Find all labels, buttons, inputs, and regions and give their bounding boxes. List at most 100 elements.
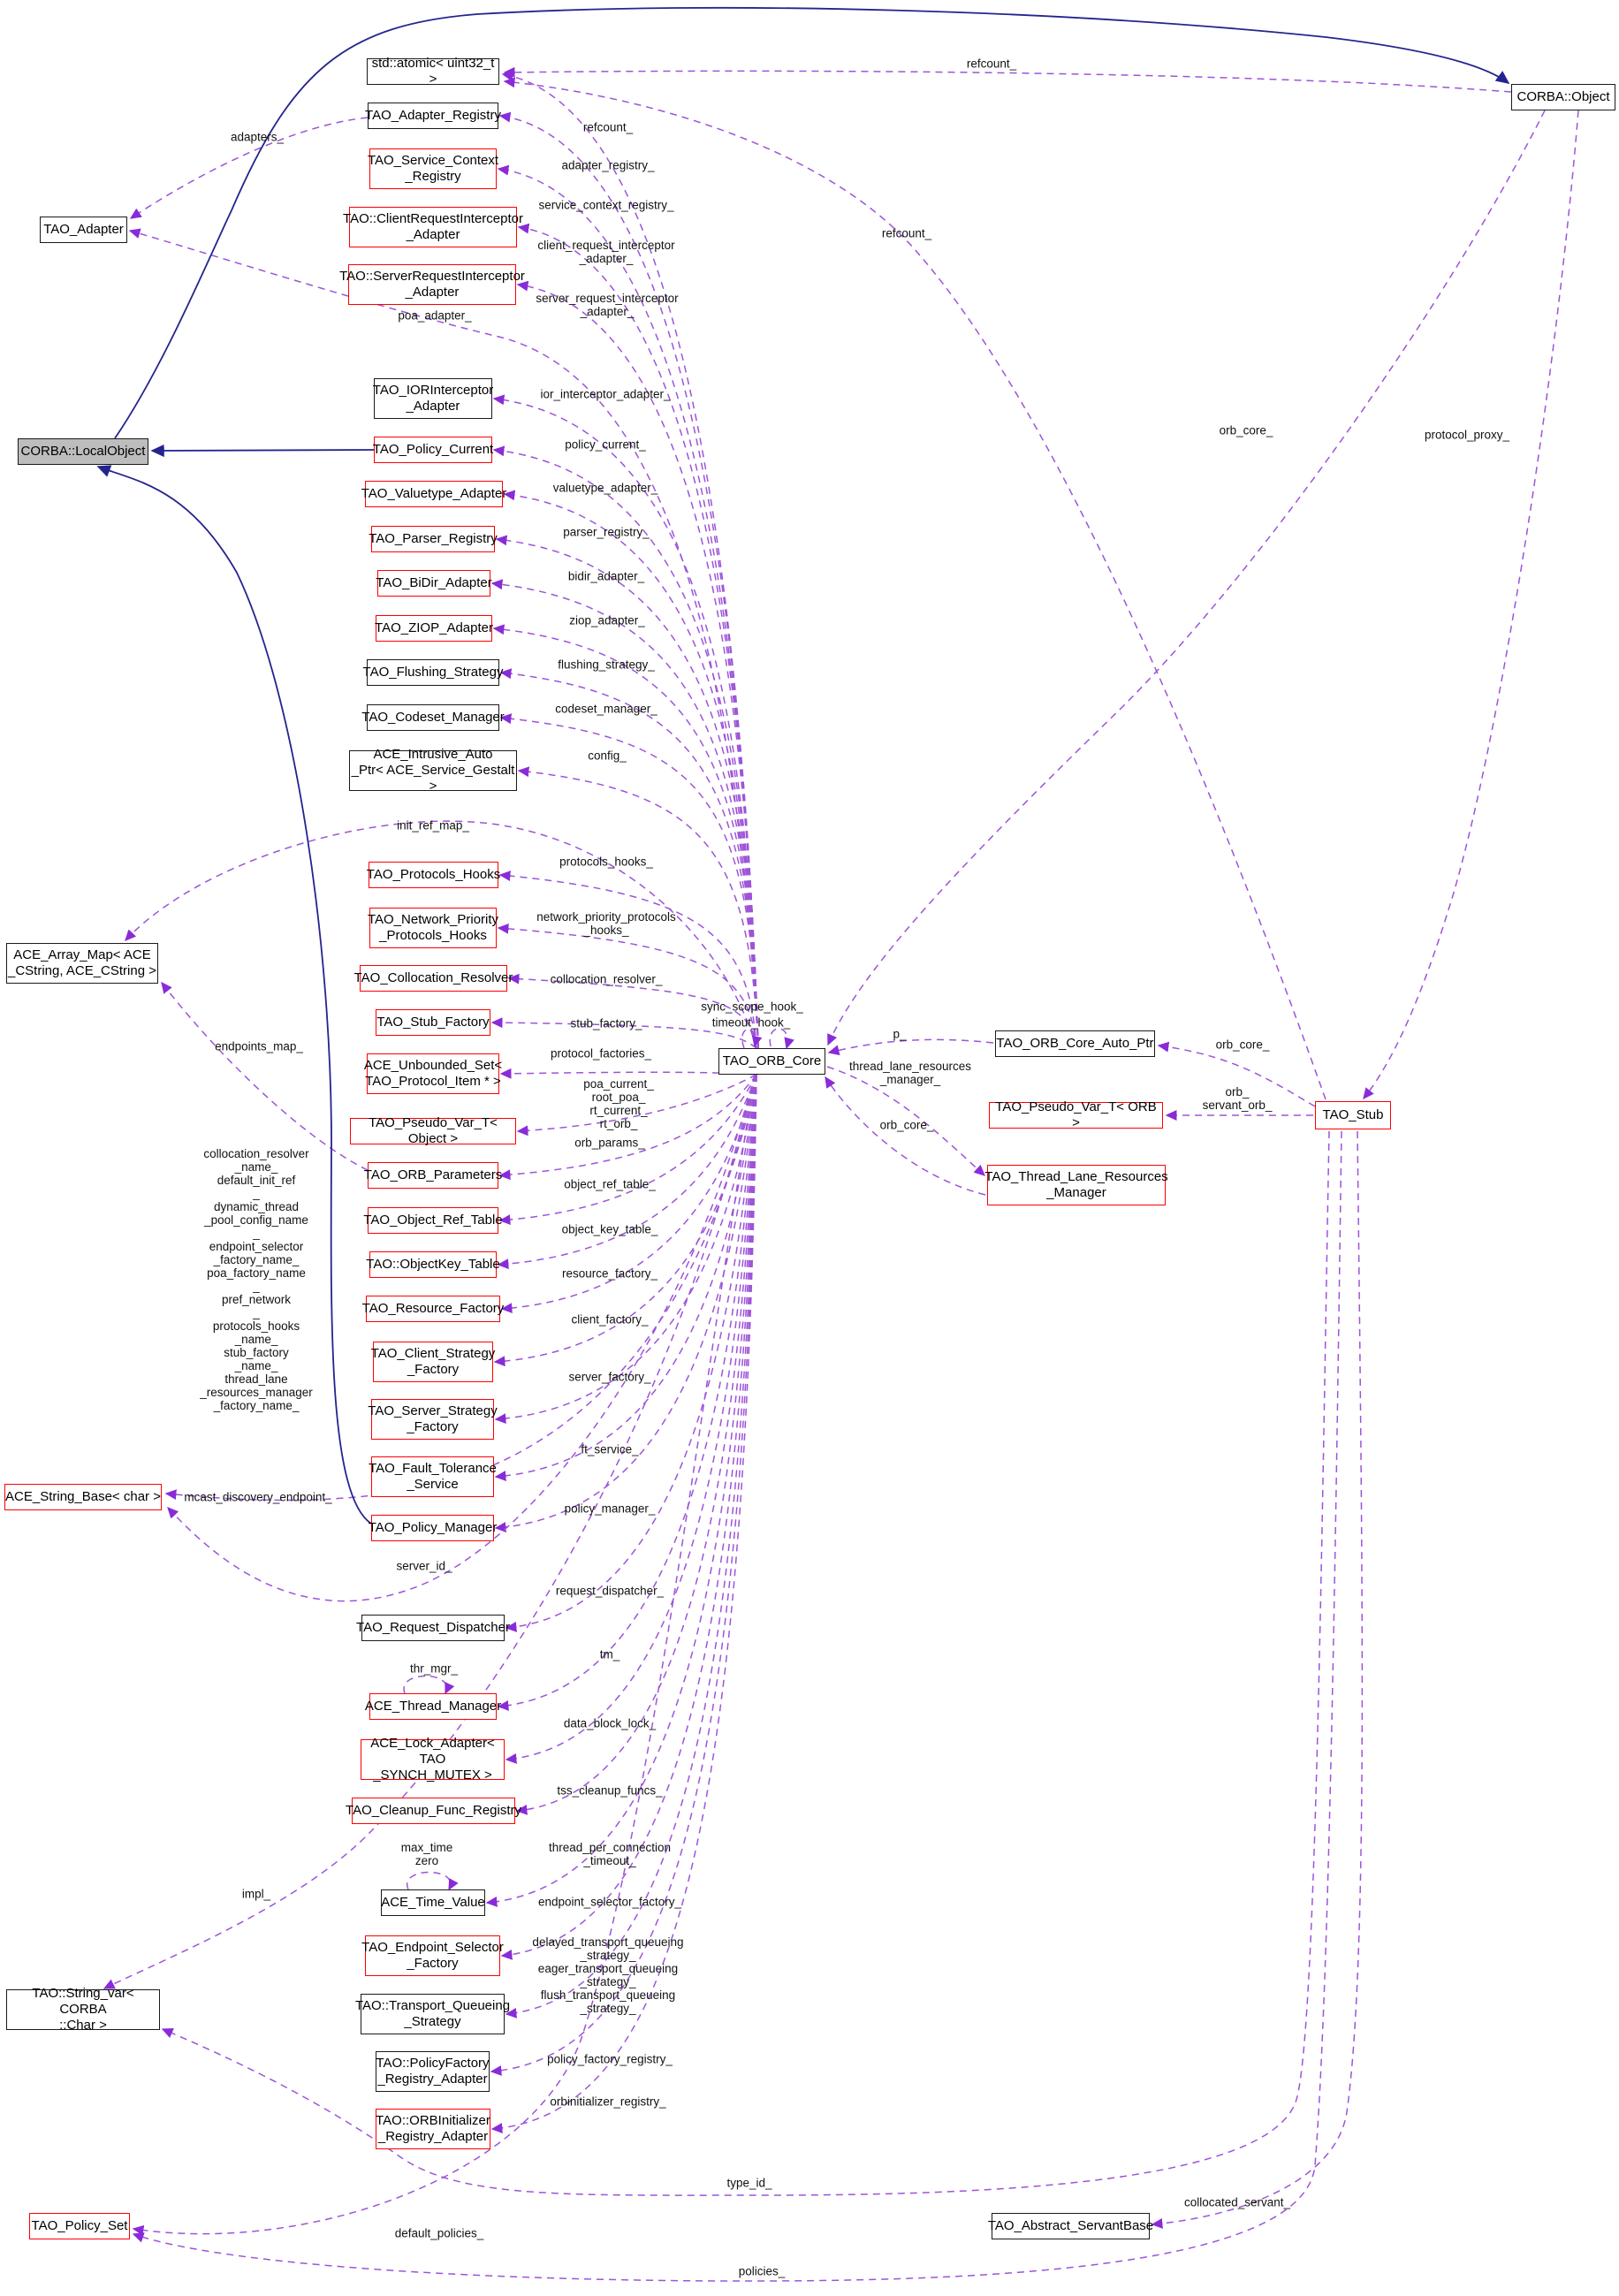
edge-protocol-factories: [499, 1068, 757, 1079]
edge-stub-factory: [490, 1017, 757, 1049]
edge-label-policies: policies_: [738, 2264, 786, 2278]
class-node-codeset-manager[interactable]: TAO_Codeset_Manager: [361, 704, 505, 731]
edge-label-protocol-factories: protocol_factories_: [550, 1046, 652, 1061]
class-node-ace-intrusive[interactable]: ACE_Intrusive_Auto _Ptr< ACE_Service_Ges…: [349, 747, 517, 794]
edge-thread-per-connection-timeout: [485, 1074, 757, 1907]
edge-network-priority: [497, 923, 757, 1049]
class-node-string-var[interactable]: TAO::String_var< CORBA ::Char >: [6, 1986, 160, 2033]
class-node-protocols-hooks[interactable]: TAO_Protocols_Hooks: [367, 862, 500, 888]
class-node-std-atomic[interactable]: std::atomic< uint32_t >: [367, 56, 499, 87]
class-node-corba-object[interactable]: CORBA::Object: [1511, 84, 1615, 110]
edge-label-request-dispatcher: request_dispatcher_: [555, 1584, 665, 1598]
edge-refcount-orbcore: [501, 71, 759, 1049]
class-node-thread-lane-resources-manager[interactable]: TAO_Thread_Lane_Resources _Manager: [984, 1165, 1168, 1205]
edge-label-client-factory: client_factory_: [571, 1312, 649, 1327]
edge-label-policy-factory-registry: policy_factory_registry_: [547, 2052, 673, 2066]
class-node-server-strategy-factory[interactable]: TAO_Server_Strategy _Factory: [368, 1399, 498, 1440]
edge-bidir-adapter: [490, 579, 759, 1049]
class-node-orb-parameters[interactable]: TAO_ORB_Parameters: [364, 1162, 502, 1189]
class-node-flushing-strategy[interactable]: TAO_Flushing_Strategy: [363, 659, 503, 686]
edge-client-request-interceptor: [517, 223, 759, 1049]
edge-label-stub-factory: stub_factory_: [570, 1016, 642, 1030]
class-node-pseudo-var-object[interactable]: TAO_Pseudo_Var_T< Object >: [350, 1115, 516, 1146]
class-node-tao-stub[interactable]: TAO_Stub: [1315, 1101, 1391, 1129]
class-node-request-dispatcher[interactable]: TAO_Request_Dispatcher: [356, 1615, 510, 1641]
class-node-object-ref-table[interactable]: TAO_Object_Ref_Table: [363, 1207, 503, 1234]
edge-label-policy-manager: policy_manager_: [564, 1502, 656, 1516]
edge-default-policies: [132, 1074, 756, 2236]
class-node-objectkey-table[interactable]: TAO::ObjectKey_Table: [366, 1251, 500, 1278]
edge-label-flushing-strategy: flushing_strategy_: [558, 658, 655, 672]
class-node-orb-core[interactable]: TAO_ORB_Core: [718, 1048, 825, 1075]
class-node-orbinitializer-registry-adapter[interactable]: TAO::ORBInitializer _Registry_Adapter: [376, 2109, 490, 2149]
edge-object-ref-table: [498, 1074, 757, 1226]
edge-label-thread-per-connection-timeout: thread_per_connection _timeout_: [548, 1841, 672, 1867]
edge-server-factory: [494, 1074, 757, 1425]
class-node-resource-factory[interactable]: TAO_Resource_Factory: [362, 1296, 504, 1322]
edge-refcount-stub: [503, 77, 1326, 1100]
edge-label-endpoints-map: endpoints_map_: [215, 1039, 303, 1053]
edge-label-adapters: adapters_: [230, 130, 285, 144]
edge-label-ft-service: ft_service_: [581, 1442, 639, 1456]
edge-label-sync-scope-hook: sync_scope_hook_: [701, 1000, 803, 1014]
edge-label-protocols-hooks: protocols_hooks_: [559, 855, 653, 869]
class-node-client-request-interceptor[interactable]: TAO::ClientRequestInterceptor _Adapter: [343, 207, 523, 247]
class-node-orb-core-auto-ptr[interactable]: TAO_ORB_Core_Auto_Ptr: [995, 1030, 1155, 1057]
class-node-network-priority[interactable]: TAO_Network_Priority _Protocols_Hooks: [368, 908, 498, 948]
edge-label-config: config_: [588, 749, 627, 763]
class-node-valuetype-adapter[interactable]: TAO_Valuetype_Adapter: [361, 481, 506, 507]
class-node-parser-registry[interactable]: TAO_Parser_Registry: [369, 526, 498, 552]
class-node-ior-interceptor[interactable]: TAO_IORInterceptor _Adapter: [373, 378, 493, 419]
class-node-local-object[interactable]: CORBA::LocalObject: [18, 438, 148, 465]
class-node-thread-manager[interactable]: ACE_Thread_Manager: [365, 1693, 501, 1720]
class-node-lock-adapter[interactable]: ACE_Lock_Adapter< TAO _SYNCH_MUTEX >: [361, 1736, 505, 1783]
edge-label-server-factory: server_factory_: [568, 1370, 651, 1384]
class-node-stub-factory[interactable]: TAO_Stub_Factory: [376, 1009, 490, 1036]
edge-label-codeset-manager: codeset_manager_: [555, 702, 657, 716]
edge-object-key-table: [497, 1074, 757, 1270]
class-node-ace-unbounded-set[interactable]: ACE_Unbounded_Set< TAO_Protocol_Item * >: [364, 1053, 502, 1094]
edge-label-orb-core-object: orb_core_: [1219, 423, 1273, 437]
class-node-ace-string-base[interactable]: ACE_String_Base< char >: [4, 1484, 162, 1510]
class-node-client-strategy-factory[interactable]: TAO_Client_Strategy _Factory: [371, 1342, 495, 1382]
edge-server-request-interceptor: [516, 280, 759, 1049]
edge-label-orb-servant-orb: orb_ servant_orb_: [1202, 1085, 1273, 1112]
class-node-adapter-registry[interactable]: TAO_Adapter_Registry: [365, 103, 501, 129]
class-node-policy-set[interactable]: TAO_Policy_Set: [29, 2213, 130, 2239]
class-node-collocation-resolver[interactable]: TAO_Collocation_Resolver: [354, 965, 513, 992]
edge-endpoints-map: [161, 981, 369, 1171]
class-node-ace-array-map[interactable]: ACE_Array_Map< ACE _CString, ACE_CString…: [6, 943, 158, 984]
edge-label-impl: impl_: [241, 1887, 271, 1901]
class-node-abstract-servantbase[interactable]: TAO_Abstract_ServantBase: [988, 2213, 1153, 2239]
edge-label-protocol-proxy: protocol_proxy_: [1424, 428, 1510, 442]
edge-label-default-policies: default_policies_: [394, 2226, 484, 2240]
class-node-pseudo-var-orb[interactable]: TAO_Pseudo_Var_T< ORB >: [989, 1099, 1163, 1130]
edge-self-timeout-hook: [769, 1028, 794, 1050]
class-node-transport-queueing[interactable]: TAO::Transport_Queueing _Strategy: [355, 1994, 510, 2034]
edge-policies: [132, 1130, 1342, 2282]
class-node-policy-manager[interactable]: TAO_Policy_Manager: [369, 1515, 497, 1541]
class-node-policy-current[interactable]: TAO_Policy_Current: [373, 437, 493, 463]
edge-label-ior-interceptor-adapter: ior_interceptor_adapter_: [540, 387, 671, 401]
class-node-server-request-interceptor[interactable]: TAO::ServerRequestInterceptor _Adapter: [339, 264, 525, 305]
edge-codeset-manager: [499, 713, 759, 1049]
edge-label-network-priority-protocols-hooks: network_priority_protocols _hooks_: [536, 910, 676, 937]
class-node-bidir-adapter[interactable]: TAO_BiDir_Adapter: [376, 570, 492, 597]
class-node-tao-adapter[interactable]: TAO_Adapter: [40, 217, 127, 243]
class-node-time-value[interactable]: ACE_Time_Value: [381, 1889, 485, 1916]
class-node-cleanup-func-registry[interactable]: TAO_Cleanup_Func_Registry: [346, 1798, 521, 1824]
edge-transport-queueing-strategies: [505, 1074, 757, 2019]
class-node-ziop-adapter[interactable]: TAO_ZIOP_Adapter: [375, 615, 493, 642]
edge-label-object-ref-table: object_ref_table_: [564, 1177, 656, 1191]
edge-label-orbinitializer-registry: orbinitializer_registry_: [550, 2095, 666, 2109]
edge-inherit-policymanager-localobject: [96, 465, 372, 1524]
class-node-policyfactory-registry-adapter[interactable]: TAO::PolicyFactory _Registry_Adapter: [376, 2051, 490, 2092]
edge-policy-current-edge: [492, 445, 759, 1049]
edge-label-refcount-stub: refcount_: [881, 226, 932, 240]
edge-label-ziop-adapter: ziop_adapter_: [569, 613, 645, 627]
class-node-service-context-registry[interactable]: TAO_Service_Context _Registry: [368, 148, 498, 189]
class-node-endpoint-selector-factory[interactable]: TAO_Endpoint_Selector _Factory: [361, 1935, 504, 1976]
class-node-fault-tolerance-service[interactable]: TAO_Fault_Tolerance _Service: [369, 1456, 497, 1497]
edge-protocol-proxy: [1363, 110, 1579, 1100]
